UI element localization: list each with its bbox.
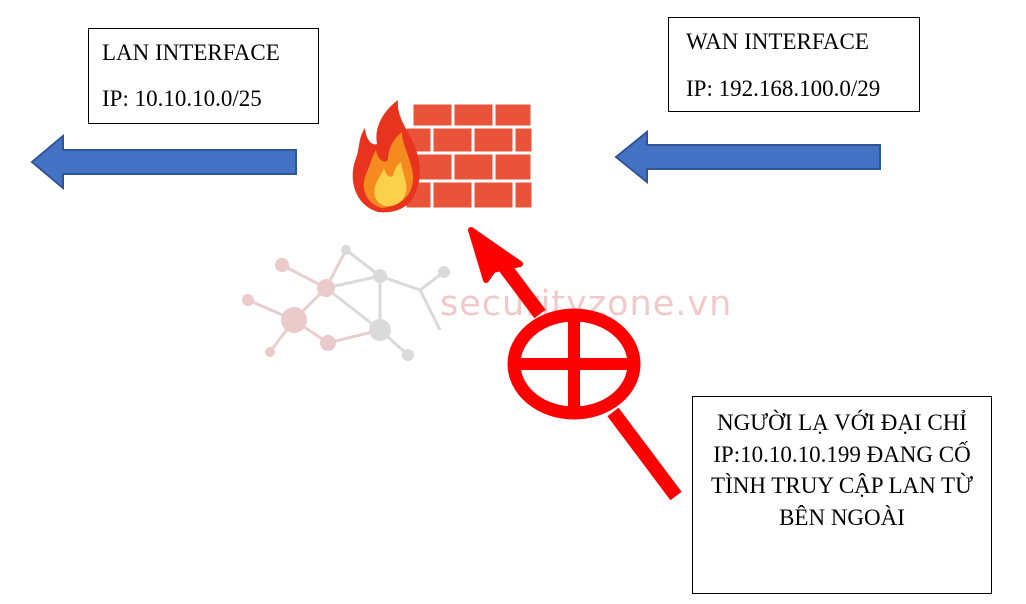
flame-icon [352, 100, 420, 213]
wan-interface-box: WAN INTERFACE IP: 192.168.100.0/29 [668, 17, 920, 112]
lan-interface-title: LAN INTERFACE [102, 40, 280, 65]
lan-interface-box: LAN INTERFACE IP: 10.10.10.0/25 [88, 28, 319, 124]
wan-interface-title: WAN INTERFACE [686, 29, 869, 54]
wan-arrow [614, 129, 881, 185]
firewall-icon [352, 100, 535, 213]
network-logo-icon [242, 245, 450, 361]
stranger-note-box: NGƯỜI LẠ VỚI ĐẠI CHỈ IP:10.10.10.199 ĐAN… [692, 396, 992, 594]
lan-arrow [30, 133, 297, 191]
intrusion-arrow-icon [468, 227, 682, 501]
wan-interface-ip: IP: 192.168.100.0/29 [686, 76, 881, 101]
lan-interface-ip: IP: 10.10.10.0/25 [102, 86, 262, 111]
stranger-note-text: NGƯỜI LẠ VỚI ĐẠI CHỈ IP:10.10.10.199 ĐAN… [711, 410, 973, 530]
